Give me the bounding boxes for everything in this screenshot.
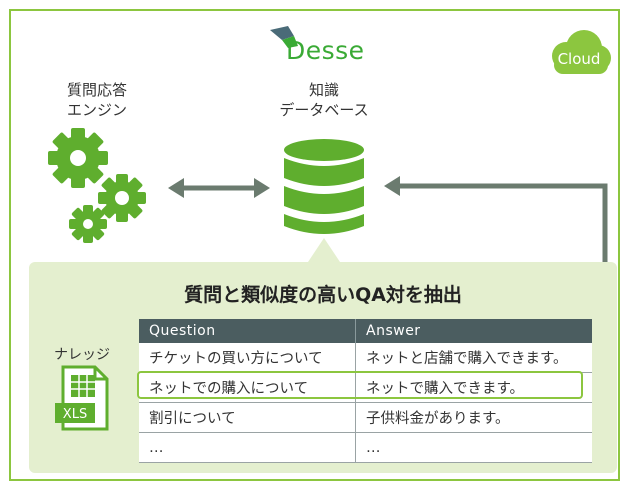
desse-logo (270, 26, 298, 48)
answer-cell: ネットと店舗で購入できます。 (355, 343, 592, 373)
knowledge-db-label: 知識 データベース (264, 80, 384, 120)
table-row: … … (139, 432, 592, 463)
xls-badge: XLS (63, 407, 87, 422)
table-row: チケットの買い方について ネットと店舗で購入できます。 (139, 343, 592, 373)
knowledge-db-label-line1: 知識 (308, 81, 339, 99)
answer-cell: 子供料金があります。 (355, 402, 592, 433)
qa-table: Question Answer チケットの買い方について ネットと店舗で購入でき… (139, 319, 592, 463)
logo-text: Desse (286, 36, 365, 65)
panel-title: 質問と類似度の高いQA対を抽出 (184, 284, 462, 306)
question-cell: チケットの買い方について (139, 343, 356, 373)
question-cell: 割引について (139, 402, 356, 433)
column-header-question: Question (139, 319, 356, 343)
knowledge-label: ナレッジ (54, 347, 110, 363)
matched-row-highlight (137, 371, 583, 399)
table-row: 割引について 子供料金があります。 (139, 402, 592, 433)
xls-file-icon: XLS (55, 365, 109, 431)
answer-cell: … (355, 432, 592, 463)
column-header-answer: Answer (355, 319, 592, 343)
engine-label: 質問応答 エンジン (52, 80, 142, 120)
gears-icon (48, 128, 146, 243)
engine-label-line1: 質問応答 (66, 81, 127, 99)
diagram-frame (9, 9, 620, 481)
knowledge-db-label-line2: データベース (279, 101, 369, 119)
table-header-row: Question Answer (139, 319, 592, 343)
question-cell: … (139, 432, 356, 463)
cloud-icon (552, 30, 611, 74)
database-icon (284, 139, 364, 234)
engine-label-line2: エンジン (66, 101, 127, 119)
cloud-label: Cloud (557, 50, 601, 68)
